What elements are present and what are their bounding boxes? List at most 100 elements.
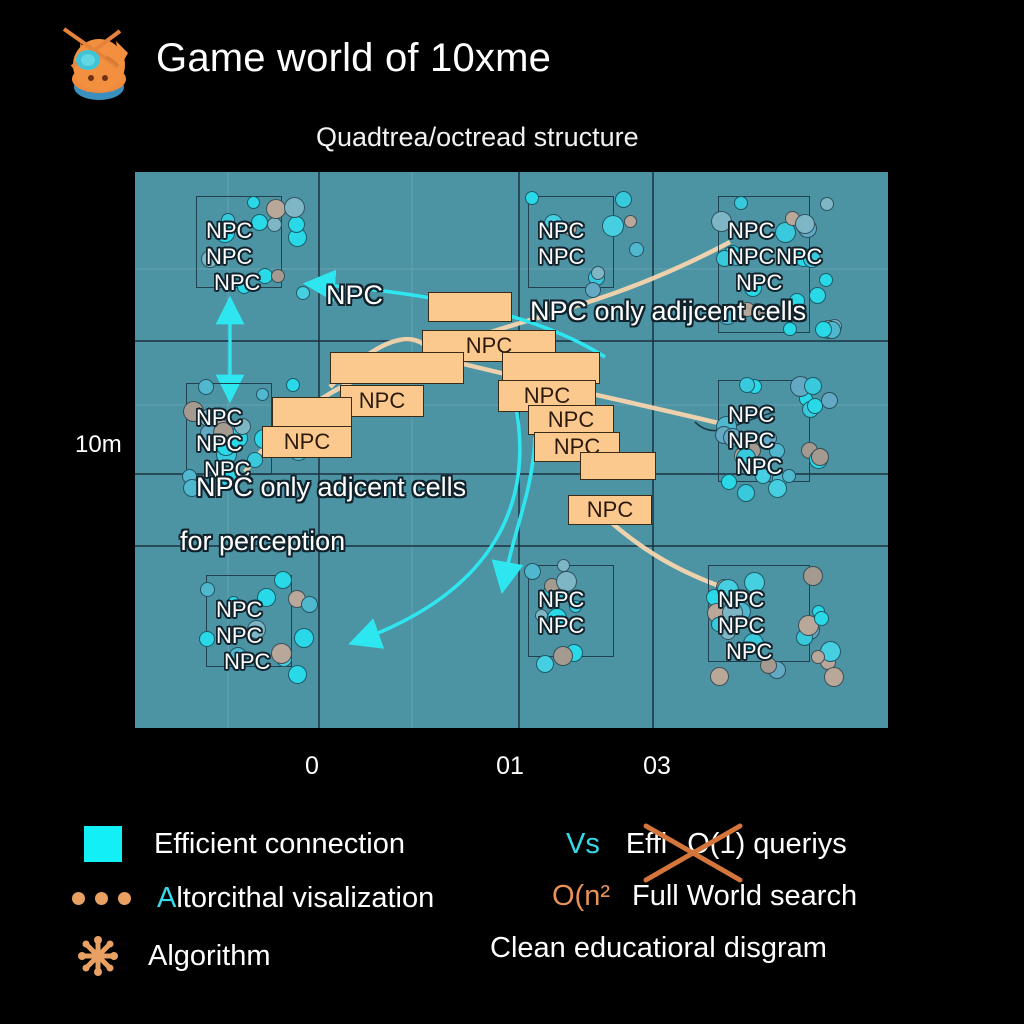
npc-cluster[interactable] [528, 196, 614, 288]
quadtree-node[interactable]: NPC [534, 432, 620, 462]
plot-annotation: NPC only adjcent cells [196, 472, 467, 502]
npc-dot [569, 599, 583, 613]
plot-annotation: for perception [180, 526, 346, 556]
npc-label: NPC [718, 587, 765, 612]
npc-dot [220, 469, 240, 489]
legend-label: Efficient connection [154, 827, 405, 860]
npc-dot [818, 273, 833, 288]
plot-annotation: NPC [326, 280, 384, 310]
npc-label: NPC [538, 218, 585, 243]
npc-dot [198, 631, 215, 648]
npc-dot [743, 279, 762, 298]
legend-item-full-world-search[interactable]: O(n² Full World search [552, 880, 857, 913]
npc-dot [803, 565, 824, 586]
npc-dot [803, 249, 822, 268]
npc-dot [221, 213, 236, 228]
quadtree-node-empty[interactable] [272, 397, 352, 427]
npc-label: NPC [538, 244, 585, 269]
npc-dot [555, 571, 577, 593]
npc-dot [710, 211, 732, 233]
npc-dot [739, 376, 756, 393]
grid-line-horizontal [135, 473, 888, 475]
npc-dot [767, 478, 787, 498]
npc-dot [723, 427, 743, 447]
quadtree-node-empty[interactable] [330, 352, 464, 384]
npc-label: NPC [776, 244, 823, 269]
npc-dot [283, 197, 305, 219]
npc-dot [535, 608, 549, 622]
npc-dot [710, 667, 730, 687]
npc-label: NPC [728, 218, 775, 243]
npc-dot [813, 611, 829, 627]
quadtree-node[interactable]: NPC [528, 405, 614, 435]
npc-dot [737, 484, 756, 503]
npc-dot [288, 664, 308, 684]
npc-dot [804, 376, 823, 395]
legend-item-efficient-connection[interactable]: Efficient connection [84, 826, 405, 862]
legend-item-clean-diagram[interactable]: Clean educatioral disgram [490, 932, 827, 965]
npc-dot [544, 214, 564, 234]
quadtree-node[interactable]: NPC [340, 385, 424, 417]
npc-dot [274, 571, 293, 590]
npc-label: NPC [736, 270, 783, 295]
npc-dot [711, 616, 727, 632]
npc-dot [721, 601, 743, 623]
legend-label: Full World search [632, 880, 858, 912]
quadtree-node-empty[interactable] [502, 352, 600, 384]
quadtree-node-empty[interactable] [580, 452, 656, 480]
npc-label: NPC [204, 457, 251, 482]
npc-dot [760, 656, 778, 674]
npc-dot [563, 221, 577, 236]
npc-dot [821, 392, 839, 410]
npc-label: NPC [736, 454, 783, 479]
legend-label: Clean educatioral disgram [490, 932, 827, 964]
npc-dot [229, 647, 248, 666]
npc-label: NPC [196, 405, 243, 430]
npc-dot [614, 190, 632, 208]
npc-label: NPC [728, 402, 775, 427]
orange-dots-swatch [72, 892, 131, 905]
npc-dot [237, 279, 252, 294]
npc-label: NPC [726, 639, 773, 664]
npc-dot [246, 451, 263, 468]
npc-dot [301, 595, 319, 613]
npc-dot [201, 249, 220, 268]
npc-cluster[interactable] [206, 575, 292, 667]
npc-dot [733, 195, 748, 210]
npc-label: NPC [538, 613, 585, 638]
npc-label: NPC [206, 244, 253, 269]
npc-dot [257, 588, 277, 608]
npc-dot [247, 619, 267, 639]
npc-dot [716, 304, 738, 326]
x-axis-tick: 0 [305, 752, 319, 780]
npc-dot [794, 213, 815, 234]
npc-dot [183, 479, 202, 498]
npc-dot [781, 468, 796, 483]
npc-dot [823, 667, 844, 688]
legend-item-o1-queries[interactable]: Vs Effi O(1) queriys [566, 828, 847, 861]
npc-label: NPC [538, 587, 585, 612]
npc-dot [743, 633, 764, 655]
legend-label-prefix: A [157, 882, 177, 914]
npc-label: NPC [224, 649, 271, 674]
npc-label: NPC [216, 623, 263, 648]
npc-dot [601, 214, 624, 237]
quadtree-node[interactable]: NPC [262, 426, 352, 458]
npc-dot [809, 286, 827, 304]
quadtree-node-empty[interactable] [428, 292, 512, 322]
npc-dot [740, 302, 756, 318]
npc-dot [226, 596, 240, 610]
page-title: Game world of 10xme [156, 36, 552, 80]
legend-item-algorithm[interactable]: Algorithm [76, 934, 271, 978]
legend-item-algorithm-visualization[interactable]: A ltorcithal visalization [72, 882, 434, 915]
npc-dot [265, 199, 286, 220]
quadtree-node[interactable]: NPC [568, 495, 652, 525]
npc-label: NPC [728, 244, 775, 269]
npc-dot [819, 197, 834, 212]
npc-dot [810, 649, 825, 664]
npc-label: NPC [216, 597, 263, 622]
npc-label: NPC [196, 431, 243, 456]
npc-dot [199, 582, 215, 598]
